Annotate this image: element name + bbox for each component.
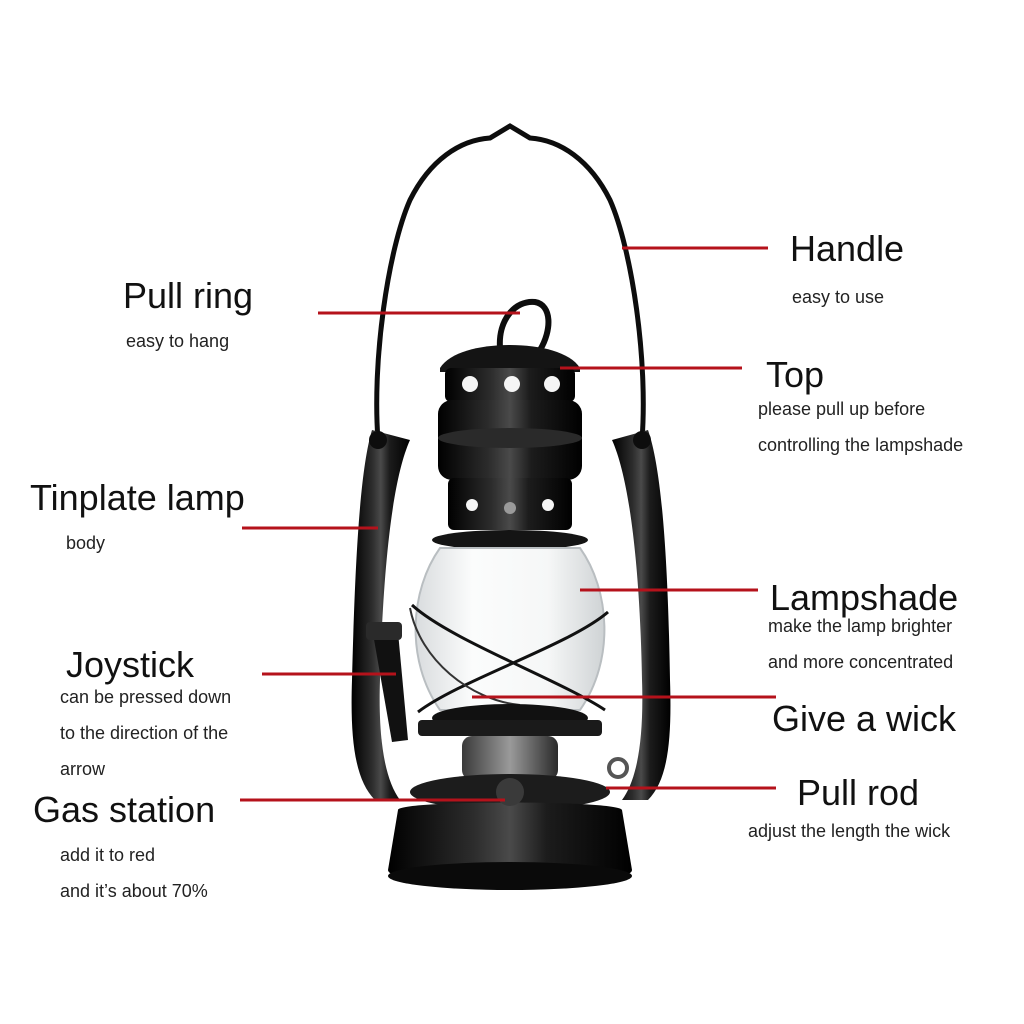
lampshade-desc: make the lamp brighter and more concentr… [768,616,954,672]
gas-cap [496,778,524,806]
joystick-title: Joystick [66,644,195,685]
left-frame [351,430,410,800]
top-title: Top [766,354,825,395]
glass-globe [414,547,606,711]
pull-rod-desc: adjust the length the wick [748,821,951,841]
pull-ring-desc: easy to hang [126,331,230,351]
handle-wire [374,123,646,441]
gas-station-desc: add it to red and it’s about 70% [60,845,208,901]
tinplate-desc: body [66,533,106,553]
tinplate-title: Tinplate lamp [30,477,245,518]
wick-title: Give a wick [772,698,957,739]
handle-title: Handle [790,228,905,269]
joystick-lever [372,628,408,742]
leader-lines [240,246,776,802]
lampshade-title: Lampshade [770,577,959,618]
joystick-desc: can be pressed down to the direction of … [60,687,232,779]
pull-ring [496,298,552,352]
top-cap [440,345,580,372]
burner [462,736,558,780]
right-frame [612,430,671,800]
handle-desc: easy to use [792,287,885,307]
pull-rod-title: Pull rod [797,772,920,813]
pull-ring-title: Pull ring [123,275,254,316]
pull-rod-knob [607,757,629,779]
gas-station-title: Gas station [33,789,216,830]
top-desc: please pull up before controlling the la… [758,399,964,455]
